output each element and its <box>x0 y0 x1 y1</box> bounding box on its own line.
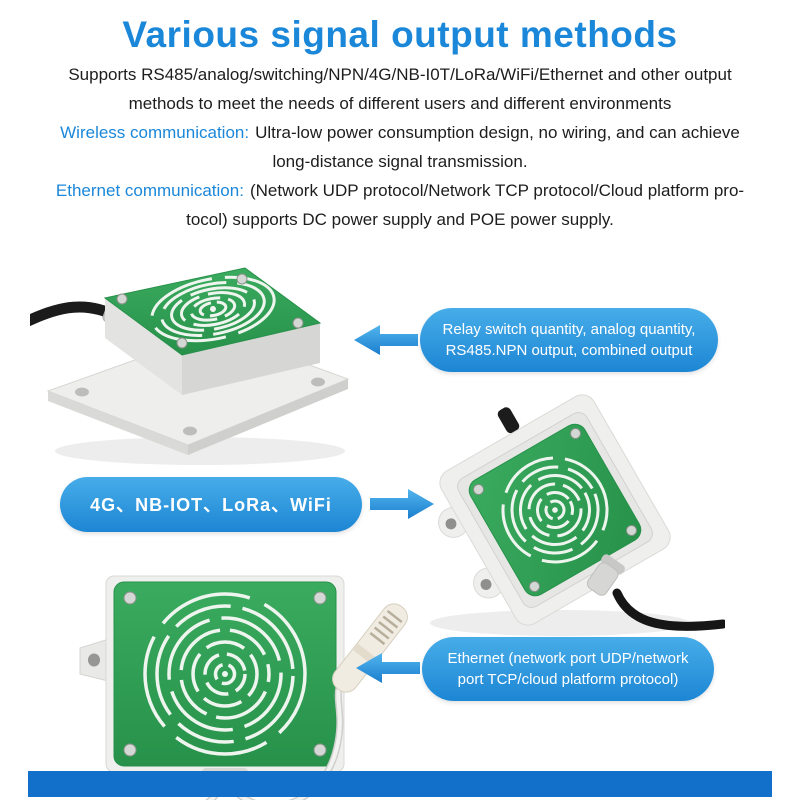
wireless-communication-label: Wireless communication: <box>60 123 250 142</box>
flange-edge-left <box>48 391 188 455</box>
panel-screws <box>123 591 327 757</box>
concentric-rings-pattern <box>150 275 276 343</box>
cable-gland <box>586 554 625 596</box>
concentric-rings-pattern <box>501 456 609 564</box>
black-cable <box>612 588 725 631</box>
sensor-photo-relay-output <box>30 267 350 465</box>
shadow <box>55 437 345 465</box>
arrow-left-icon <box>356 653 420 683</box>
footer-bar <box>28 771 772 797</box>
lid-screws <box>473 428 637 592</box>
antenna-stub <box>497 407 520 434</box>
concentric-rings-pattern <box>143 592 307 756</box>
callout-line: Ethernet (network port UDP/network <box>447 650 689 667</box>
callout-line: 4G、NB-IOT、LoRa、WiFi <box>90 494 332 515</box>
sensor-body <box>438 394 671 626</box>
page-title: Various signal output methods <box>122 14 678 55</box>
flange-hole <box>75 387 89 397</box>
intro-line-2: methods to meet the needs of different u… <box>128 94 672 113</box>
flange-hole <box>183 426 197 436</box>
callout-line: Relay switch quantity, analog quantity, <box>442 321 696 338</box>
callout-line: RS485.NPN output, combined output <box>445 342 693 359</box>
sensor-photo-ethernet <box>79 575 408 800</box>
wireless-line-1: Wireless communication: Ultra-low power c… <box>20 118 780 147</box>
callout-line: port TCP/cloud platform protocol) <box>457 671 679 688</box>
arrow-left-icon <box>354 325 418 355</box>
callout-bubble-relay-output: Relay switch quantity, analog quantity, … <box>420 308 718 372</box>
ear-hole <box>480 578 492 590</box>
callout-bubble-wireless: 4G、NB-IOT、LoRa、WiFi <box>60 477 362 532</box>
lid-screws <box>116 273 304 349</box>
ear-hole <box>88 653 100 667</box>
sensor-photo-wireless <box>430 394 725 636</box>
box-side-left <box>105 298 182 395</box>
box-side-right <box>182 323 320 395</box>
ethernet-communication-label: Ethernet communication: <box>55 181 244 200</box>
ethernet-line-2: tocol) supports DC power supply and POE … <box>186 210 614 229</box>
ear-hole <box>445 518 457 530</box>
callout-bubble-ethernet: Ethernet (network port UDP/network port … <box>422 637 714 701</box>
arrow-right-icon <box>370 489 434 519</box>
shadow <box>430 610 690 636</box>
flange-edge-right <box>188 379 348 455</box>
ethernet-text-1: (Network UDP protocol/Network TCP protoc… <box>249 181 745 200</box>
intro-line-1: Supports RS485/analog/switching/NPN/4G/N… <box>68 65 732 84</box>
flange-hole <box>311 377 325 387</box>
wireless-text-1: Ultra-low power consumption design, no w… <box>255 123 740 142</box>
ethernet-line-1: Ethernet communication: (Network UDP prot… <box>20 176 780 205</box>
wireless-line-2: long-distance signal transmission. <box>272 152 528 171</box>
description-text-block: Supports RS485/analog/switching/NPN/4G/N… <box>20 60 780 234</box>
probe-cable <box>230 686 342 800</box>
